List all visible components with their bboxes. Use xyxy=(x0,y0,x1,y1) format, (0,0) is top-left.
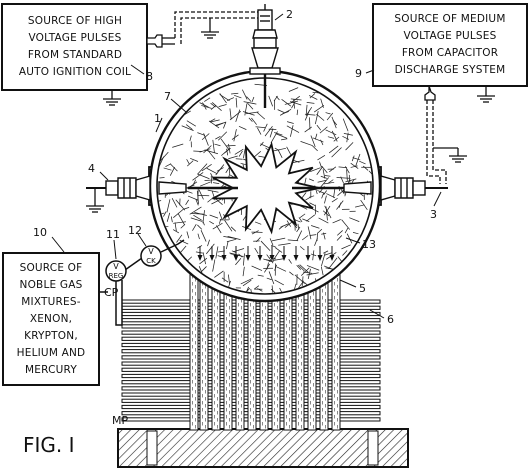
regulator-valve-label-v: V xyxy=(113,262,119,271)
regulator-valve: V REG xyxy=(105,260,127,282)
right-electrode-insulator xyxy=(343,175,448,201)
ref-numeral-9: 9 xyxy=(355,67,362,80)
top-electrode-insulator xyxy=(249,4,281,75)
ground-symbol xyxy=(86,188,104,213)
noble-gas-line-6: HELIUM AND xyxy=(17,347,86,359)
ref-numeral-6: 6 xyxy=(387,313,394,326)
medium-voltage-connector xyxy=(424,85,447,184)
check-valve-label-ck: CK xyxy=(146,257,156,265)
medium-voltage-line-1: SOURCE OF MEDIUM xyxy=(394,13,505,25)
discharge-tube xyxy=(331,261,341,431)
medium-voltage-line-3: FROM CAPACITOR xyxy=(402,47,498,59)
spherical-chamber xyxy=(148,69,382,303)
ref-numeral-4: 4 xyxy=(88,162,95,175)
ref-numeral-10: 10 xyxy=(33,226,47,239)
ref-numeral-11: 11 xyxy=(106,228,120,241)
gas-flow-arrows xyxy=(197,246,335,261)
ref-numeral-7: 7 xyxy=(164,90,171,103)
noble-gas-line-2: NOBLE GAS xyxy=(20,279,83,291)
high-voltage-line-3: FROM STANDARD xyxy=(28,49,122,61)
high-voltage-source-box: SOURCE OF HIGH VOLTAGE PULSES FROM STAND… xyxy=(1,3,148,91)
noble-gas-line-5: KRYPTON, xyxy=(24,330,78,342)
medium-voltage-line-2: VOLTAGE PULSES xyxy=(403,30,496,42)
ref-numeral-12: 12 xyxy=(128,224,142,237)
high-voltage-line-4: AUTO IGNITION COIL xyxy=(19,66,131,78)
ref-numeral-13: 13 xyxy=(362,238,376,251)
gas-feed-line xyxy=(99,239,185,326)
check-valve: V CK xyxy=(140,245,162,267)
check-valve-label-v: V xyxy=(148,247,154,256)
medium-voltage-line-4: DISCHARGE SYSTEM xyxy=(395,64,506,76)
ref-numeral-8: 8 xyxy=(146,70,153,83)
noble-gas-line-3: MIXTURES- xyxy=(21,296,80,308)
noble-gas-line-7: MERCURY xyxy=(25,364,77,376)
ref-label-cp: CP xyxy=(104,286,119,299)
discharge-tube xyxy=(295,261,305,431)
high-voltage-line-2: VOLTAGE PULSES xyxy=(28,32,121,44)
left-electrode-insulator xyxy=(86,175,187,201)
ground-symbol xyxy=(201,18,219,39)
ground-symbol xyxy=(433,147,467,163)
high-voltage-connector xyxy=(146,11,258,48)
noble-gas-line-1: SOURCE OF xyxy=(20,262,83,274)
high-voltage-line-1: SOURCE OF HIGH xyxy=(28,15,122,27)
ref-numeral-2: 2 xyxy=(286,8,293,21)
figure-label: FIG. I xyxy=(23,433,75,457)
ground-symbol xyxy=(103,90,121,106)
discharge-tube xyxy=(189,261,199,431)
medium-voltage-source-box: SOURCE OF MEDIUM VOLTAGE PULSES FROM CAP… xyxy=(372,3,528,87)
ref-numeral-5: 5 xyxy=(359,282,366,295)
noble-gas-source-box: SOURCE OF NOBLE GAS MIXTURES- XENON, KRY… xyxy=(2,252,100,386)
mounting-plate xyxy=(117,428,409,468)
ref-numeral-3: 3 xyxy=(430,208,437,221)
leader-lines xyxy=(51,13,442,319)
ref-numeral-1: 1 xyxy=(154,112,161,125)
discharge-tube xyxy=(199,261,209,431)
ground-symbol xyxy=(477,86,495,103)
regulator-valve-label-reg: REG xyxy=(109,272,124,280)
noble-gas-line-4: XENON, xyxy=(30,313,72,325)
ref-label-mp: MP xyxy=(112,414,128,427)
